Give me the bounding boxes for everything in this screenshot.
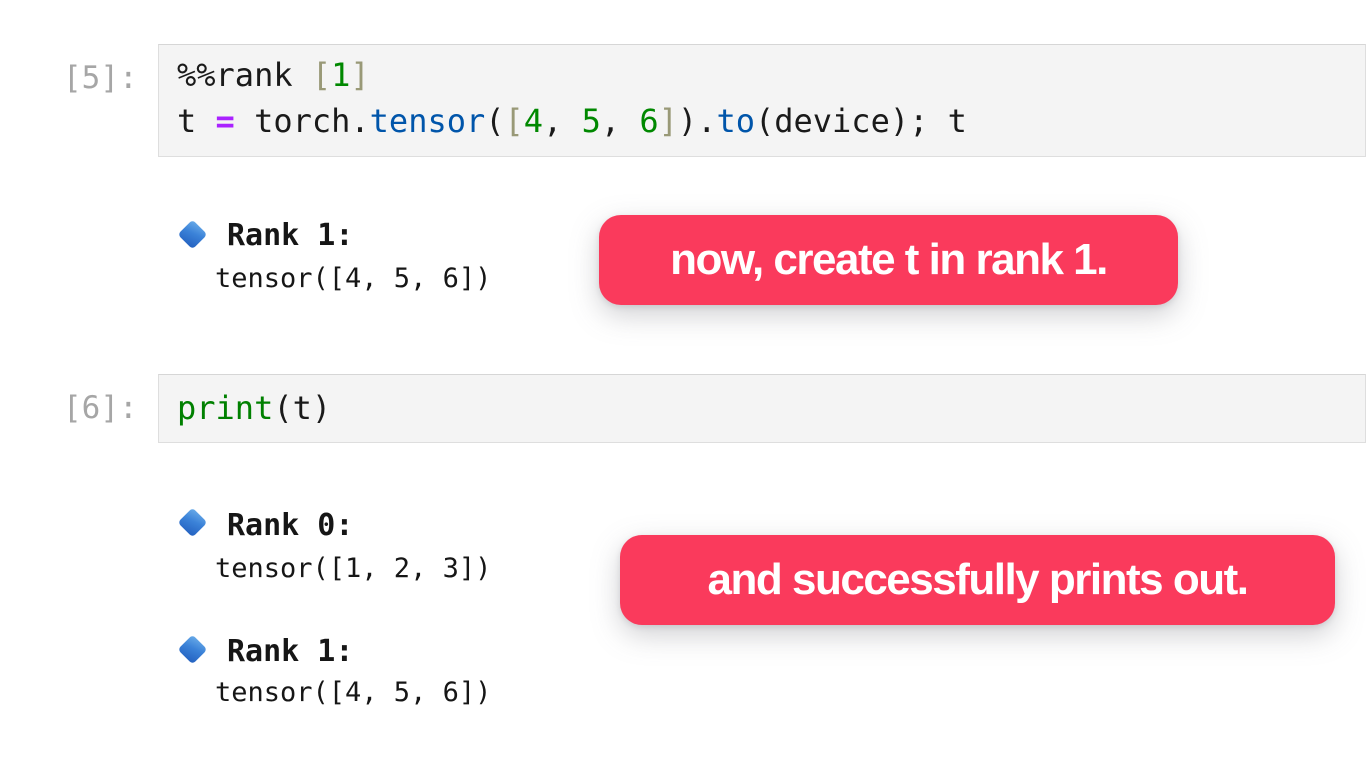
code-token: (device); t: [754, 102, 967, 140]
code-token: (t): [273, 389, 332, 427]
output-tensor-text: tensor([4, 5, 6]): [215, 263, 492, 294]
output-tensor-text: tensor([1, 2, 3]): [215, 553, 492, 584]
annotation-text: and successfully prints out.: [707, 555, 1249, 604]
code-token: %%rank: [177, 56, 312, 94]
code-token: 1: [331, 56, 351, 94]
code-token: =: [215, 102, 235, 140]
blue-diamond-icon: [177, 219, 208, 250]
code-token: t: [177, 102, 216, 140]
code-token: torch.: [234, 102, 370, 140]
code-editor[interactable]: %%rank [1]t = torch.tensor([4, 5, 6]).to…: [159, 45, 1365, 144]
code-token: 5: [581, 102, 601, 140]
code-token: to: [716, 102, 755, 140]
code-token: print: [177, 389, 274, 427]
annotation-text: now, create t in rank 1.: [670, 235, 1108, 284]
code-token: tensor: [369, 102, 486, 140]
code-cell-6-input[interactable]: print(t): [158, 374, 1366, 443]
code-token: ]: [350, 56, 370, 94]
code-token: ).: [677, 102, 717, 140]
code-line: t = torch.tensor([4, 5, 6]).to(device); …: [177, 98, 1365, 144]
code-editor[interactable]: print(t): [159, 375, 1365, 431]
execution-count-cell-5: [5]:: [63, 60, 138, 96]
code-cell-5-input[interactable]: %%rank [1]t = torch.tensor([4, 5, 6]).to…: [158, 44, 1366, 157]
output-rank-header: Rank 0:: [227, 508, 354, 543]
code-token: [: [504, 102, 524, 140]
execution-count-cell-6: [6]:: [63, 390, 138, 426]
code-token: [: [311, 56, 332, 94]
annotation-callout: and successfully prints out.: [620, 535, 1335, 625]
annotation-callout: now, create t in rank 1.: [599, 215, 1178, 305]
code-token: ,: [543, 102, 582, 140]
code-line: %%rank [1]: [177, 52, 1365, 98]
code-token: ,: [600, 102, 640, 140]
output-rank-header: Rank 1:: [227, 634, 354, 669]
code-token: (: [485, 102, 505, 140]
code-line: print(t): [177, 385, 1365, 431]
output-rank-header: Rank 1:: [227, 218, 354, 253]
code-token: 4: [523, 102, 544, 140]
blue-diamond-icon: [177, 507, 208, 538]
code-token: 6: [639, 102, 659, 140]
blue-diamond-icon: [177, 634, 208, 665]
code-token: ]: [658, 102, 678, 140]
output-tensor-text: tensor([4, 5, 6]): [215, 677, 492, 708]
